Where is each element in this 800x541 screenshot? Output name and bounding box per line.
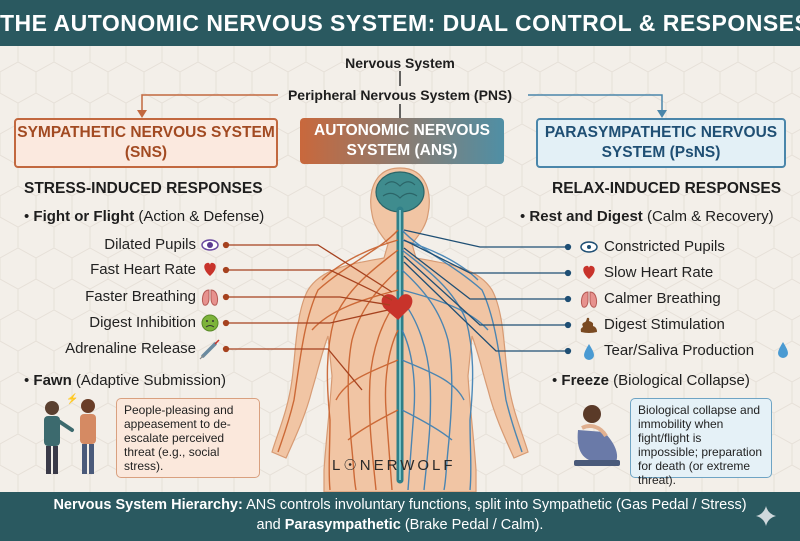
- footer-bar: [0, 492, 800, 541]
- footer-text: Nervous System Hierarchy: ANS controls i…: [53, 497, 747, 533]
- left-item-5: Adrenaline Release: [65, 340, 196, 357]
- lungs-icon: [201, 289, 219, 306]
- lonerwolf-logo: L☉NERWOLF: [332, 457, 456, 474]
- right-heading: RELAX-INDUCED RESPONSES: [552, 180, 782, 197]
- sympathetic-nerves: [277, 229, 399, 491]
- left-item-4: Digest Inhibition: [89, 314, 196, 331]
- left-item-2: Fast Heart Rate: [90, 261, 196, 278]
- stool-icon: [580, 317, 597, 333]
- freeze-label: • Freeze (Biological Collapse): [552, 372, 750, 389]
- heart-organ: [381, 294, 413, 320]
- freeze-note: Biological collapse and immobility when …: [630, 398, 772, 487]
- droplet-icon: [778, 342, 788, 358]
- right-item-2: Slow Heart Rate: [604, 264, 714, 281]
- eye-icon: [580, 241, 598, 253]
- lungs-icon: [580, 291, 598, 308]
- title-bar: [0, 0, 800, 46]
- right-item-1: Constricted Pupils: [604, 238, 725, 255]
- left-heading: STRESS-INDUCED RESPONSES: [24, 180, 263, 197]
- page-title: THE AUTONOMIC NERVOUS SYSTEM: DUAL CONTR…: [0, 10, 800, 36]
- right-connectors: [403, 229, 572, 355]
- psns-box: PARASYMPATHETIC NERVOUS SYSTEM (PsNS): [536, 118, 786, 168]
- left-item-1: Dilated Pupils: [104, 236, 196, 253]
- heart-icon: [204, 262, 216, 276]
- droplet-icon: [584, 344, 594, 360]
- fawn-label: • Fawn (Adaptive Submission): [24, 372, 226, 389]
- sns-box: SYMPATHETIC NERVOUS SYSTEM (SNS): [14, 118, 278, 168]
- nervous-system-label: Nervous System: [345, 55, 455, 71]
- left-item-3: Faster Breathing: [85, 288, 196, 305]
- pns-label: Peripheral Nervous System (PNS): [287, 87, 513, 103]
- fight-or-flight-label: • Fight or Flight (Action & Defense): [24, 208, 265, 225]
- left-connectors: [222, 241, 393, 391]
- nauseous-face-icon: [201, 314, 219, 332]
- right-item-3: Calmer Breathing: [604, 290, 721, 307]
- right-item-5: Tear/Saliva Production: [604, 342, 755, 359]
- right-item-4: Digest Stimulation: [604, 316, 725, 333]
- syringe-icon: [199, 339, 220, 360]
- ans-box: AUTONOMIC NERVOUS SYSTEM (ANS): [300, 118, 504, 164]
- eye-icon: [201, 239, 219, 251]
- heart-icon: [583, 265, 595, 279]
- fawn-note: People-pleasing and appeasement to de-es…: [116, 398, 260, 478]
- rest-and-digest-label: • Rest and Digest (Calm & Recovery): [520, 208, 774, 225]
- svg-text:⚡: ⚡: [66, 392, 78, 405]
